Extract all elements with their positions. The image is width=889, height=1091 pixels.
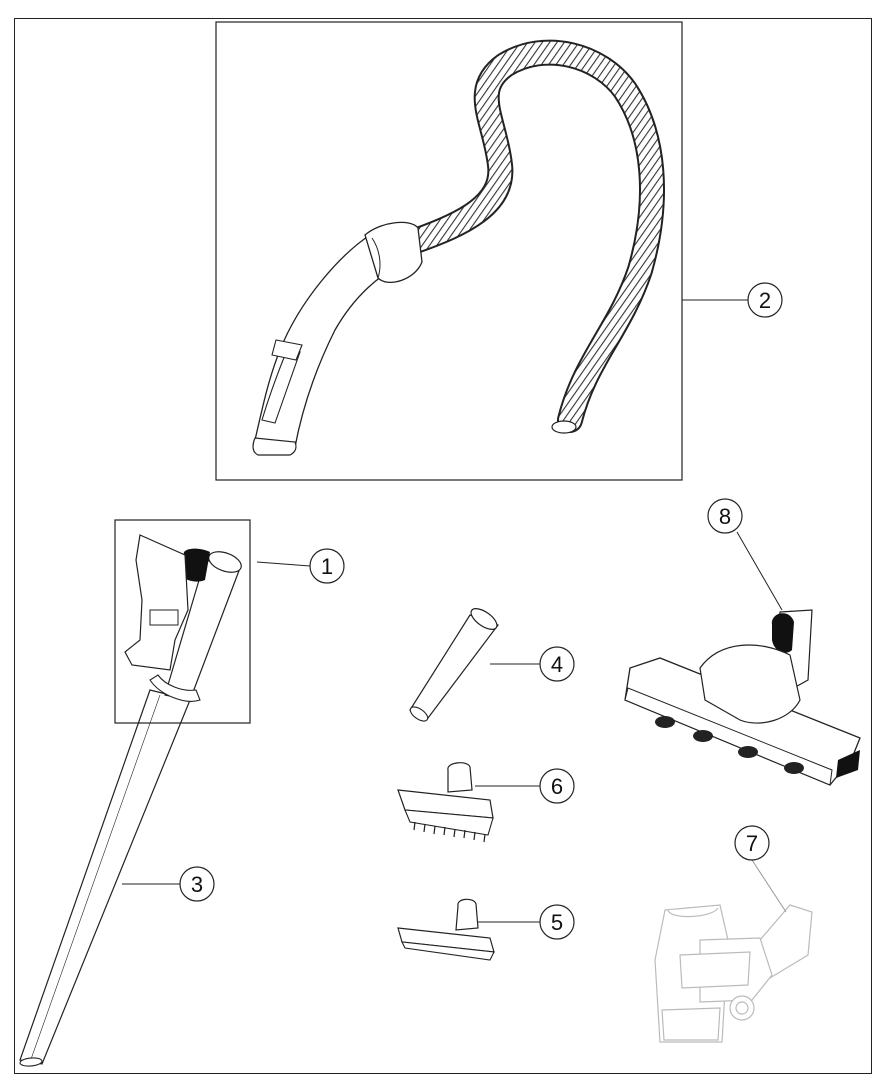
callout-3-label: 3	[191, 872, 203, 897]
handle-part	[114, 519, 251, 724]
callout-5: 5	[539, 904, 575, 940]
callout-8-label: 8	[719, 504, 731, 529]
leader-line-1	[256, 561, 311, 567]
dusting-brush-part	[397, 762, 494, 843]
callout-7: 7	[734, 825, 770, 861]
diagram-border	[14, 18, 872, 1074]
floor-nozzle-part	[624, 609, 861, 786]
callout-8: 8	[707, 498, 743, 534]
callout-6: 6	[539, 768, 575, 804]
hose-box	[215, 21, 683, 481]
callout-2-label: 2	[759, 288, 771, 313]
callout-5-label: 5	[551, 910, 563, 935]
callout-4-label: 4	[551, 652, 563, 677]
crevice-tool-part	[409, 608, 499, 722]
callout-1: 1	[309, 548, 345, 584]
wand-part	[19, 689, 191, 1067]
callout-3: 3	[179, 866, 215, 902]
handle-box	[114, 519, 251, 724]
callout-4: 4	[539, 646, 575, 682]
callout-2: 2	[747, 282, 783, 318]
leader-line-8	[736, 531, 783, 611]
callout-1-label: 1	[321, 554, 333, 579]
hose-part	[215, 21, 683, 481]
leader-line-7	[751, 859, 787, 913]
callout-6-label: 6	[551, 774, 563, 799]
upholstery-tool-part	[397, 898, 495, 961]
callout-7-label: 7	[746, 831, 758, 856]
turbo-brush-part	[654, 904, 813, 1043]
